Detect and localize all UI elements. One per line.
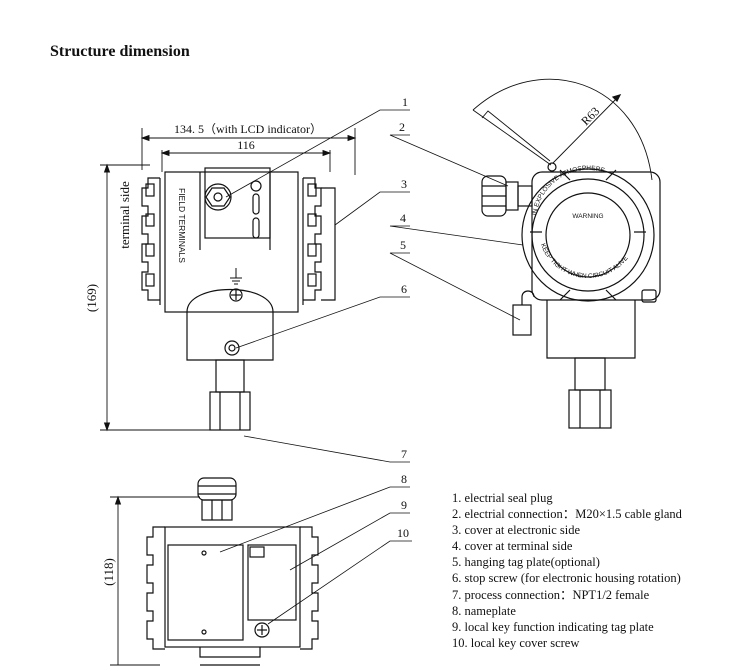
legend-item: 5. hanging tag plate(optional) xyxy=(452,555,600,570)
key-tag-plate xyxy=(247,544,297,621)
page-title: Structure dimension xyxy=(50,43,190,60)
width-dimension-lines xyxy=(140,128,357,175)
callout-3: 3 xyxy=(401,177,407,191)
bottom-height-dimension xyxy=(110,495,200,666)
terminal-block xyxy=(204,167,271,239)
radius-label: R63 xyxy=(578,104,602,128)
bottom-height-label: (118) xyxy=(101,558,116,586)
terminal-side-label: terminal side xyxy=(117,181,132,249)
side-process-connection xyxy=(568,389,612,429)
field-terminals-label: FIELD TERMINALS xyxy=(177,188,187,263)
right-cover xyxy=(302,177,336,305)
cable-gland xyxy=(481,175,533,217)
cover-ring-bottom-text: KEEP TIGHT WHEN CIRCUIT ALIVE xyxy=(539,243,630,280)
legend-item: 6. stop screw (for electronic housing ro… xyxy=(452,571,681,586)
terminal-slots xyxy=(250,180,262,239)
bottom-cable-gland xyxy=(197,477,237,521)
callout-5: 5 xyxy=(400,238,406,252)
callout-leaders xyxy=(219,109,524,625)
process-connection xyxy=(209,391,251,431)
terminal-cover xyxy=(521,168,655,302)
legend-list: 1. electrial seal plug 2. electrial conn… xyxy=(452,490,682,651)
legend-item: 10. local key cover screw xyxy=(452,635,580,650)
callout-2: 2 xyxy=(399,120,405,134)
callout-8: 8 xyxy=(401,472,407,486)
callout-4: 4 xyxy=(400,211,406,225)
callout-6: 6 xyxy=(401,282,407,296)
legend-item: 2. electrial connection：M20×1.5 cable gl… xyxy=(452,507,682,522)
legend-item: 1. electrial seal plug xyxy=(452,491,553,505)
process-stem xyxy=(215,359,245,393)
nameplate xyxy=(167,544,244,641)
key-cover-screw xyxy=(254,622,270,638)
legend-item: 3. cover at electronic side xyxy=(452,523,581,538)
callout-7: 7 xyxy=(401,447,407,461)
bottom-view xyxy=(110,477,319,666)
overall-width-label: 134. 5（with LCD indicator） xyxy=(174,122,322,136)
housing-body xyxy=(164,171,299,313)
legend-item: 9. local key function indicating tag pla… xyxy=(452,619,654,634)
side-neck xyxy=(546,300,636,359)
callout-9: 9 xyxy=(401,498,407,512)
stop-screw xyxy=(224,340,240,356)
seal-plug xyxy=(204,183,232,211)
ground-icon xyxy=(230,268,242,285)
side-housing xyxy=(531,171,661,301)
legend-item: 4. cover at terminal side xyxy=(452,539,573,554)
legend-item: 7. process connection：NPT1/2 female xyxy=(452,587,650,602)
callout-1: 1 xyxy=(402,95,408,109)
front-height-label: (169) xyxy=(84,284,99,312)
legend-item: 8. nameplate xyxy=(452,603,516,618)
ground-screw xyxy=(229,288,243,302)
body-width-label: 116 xyxy=(237,138,255,152)
side-view xyxy=(472,78,661,429)
callout-10: 10 xyxy=(397,526,409,540)
cover-warning-text: WARNING xyxy=(572,213,603,220)
hanging-tag-plate xyxy=(512,304,532,336)
cover-ring-top-text: IN EXPLOSIVE ATMOSPHERE xyxy=(531,165,606,216)
housing-neck xyxy=(186,312,274,361)
left-cover xyxy=(141,177,161,305)
callout-numbers: 1 2 3 4 5 6 7 8 9 10 xyxy=(397,95,409,540)
front-view xyxy=(100,128,357,432)
